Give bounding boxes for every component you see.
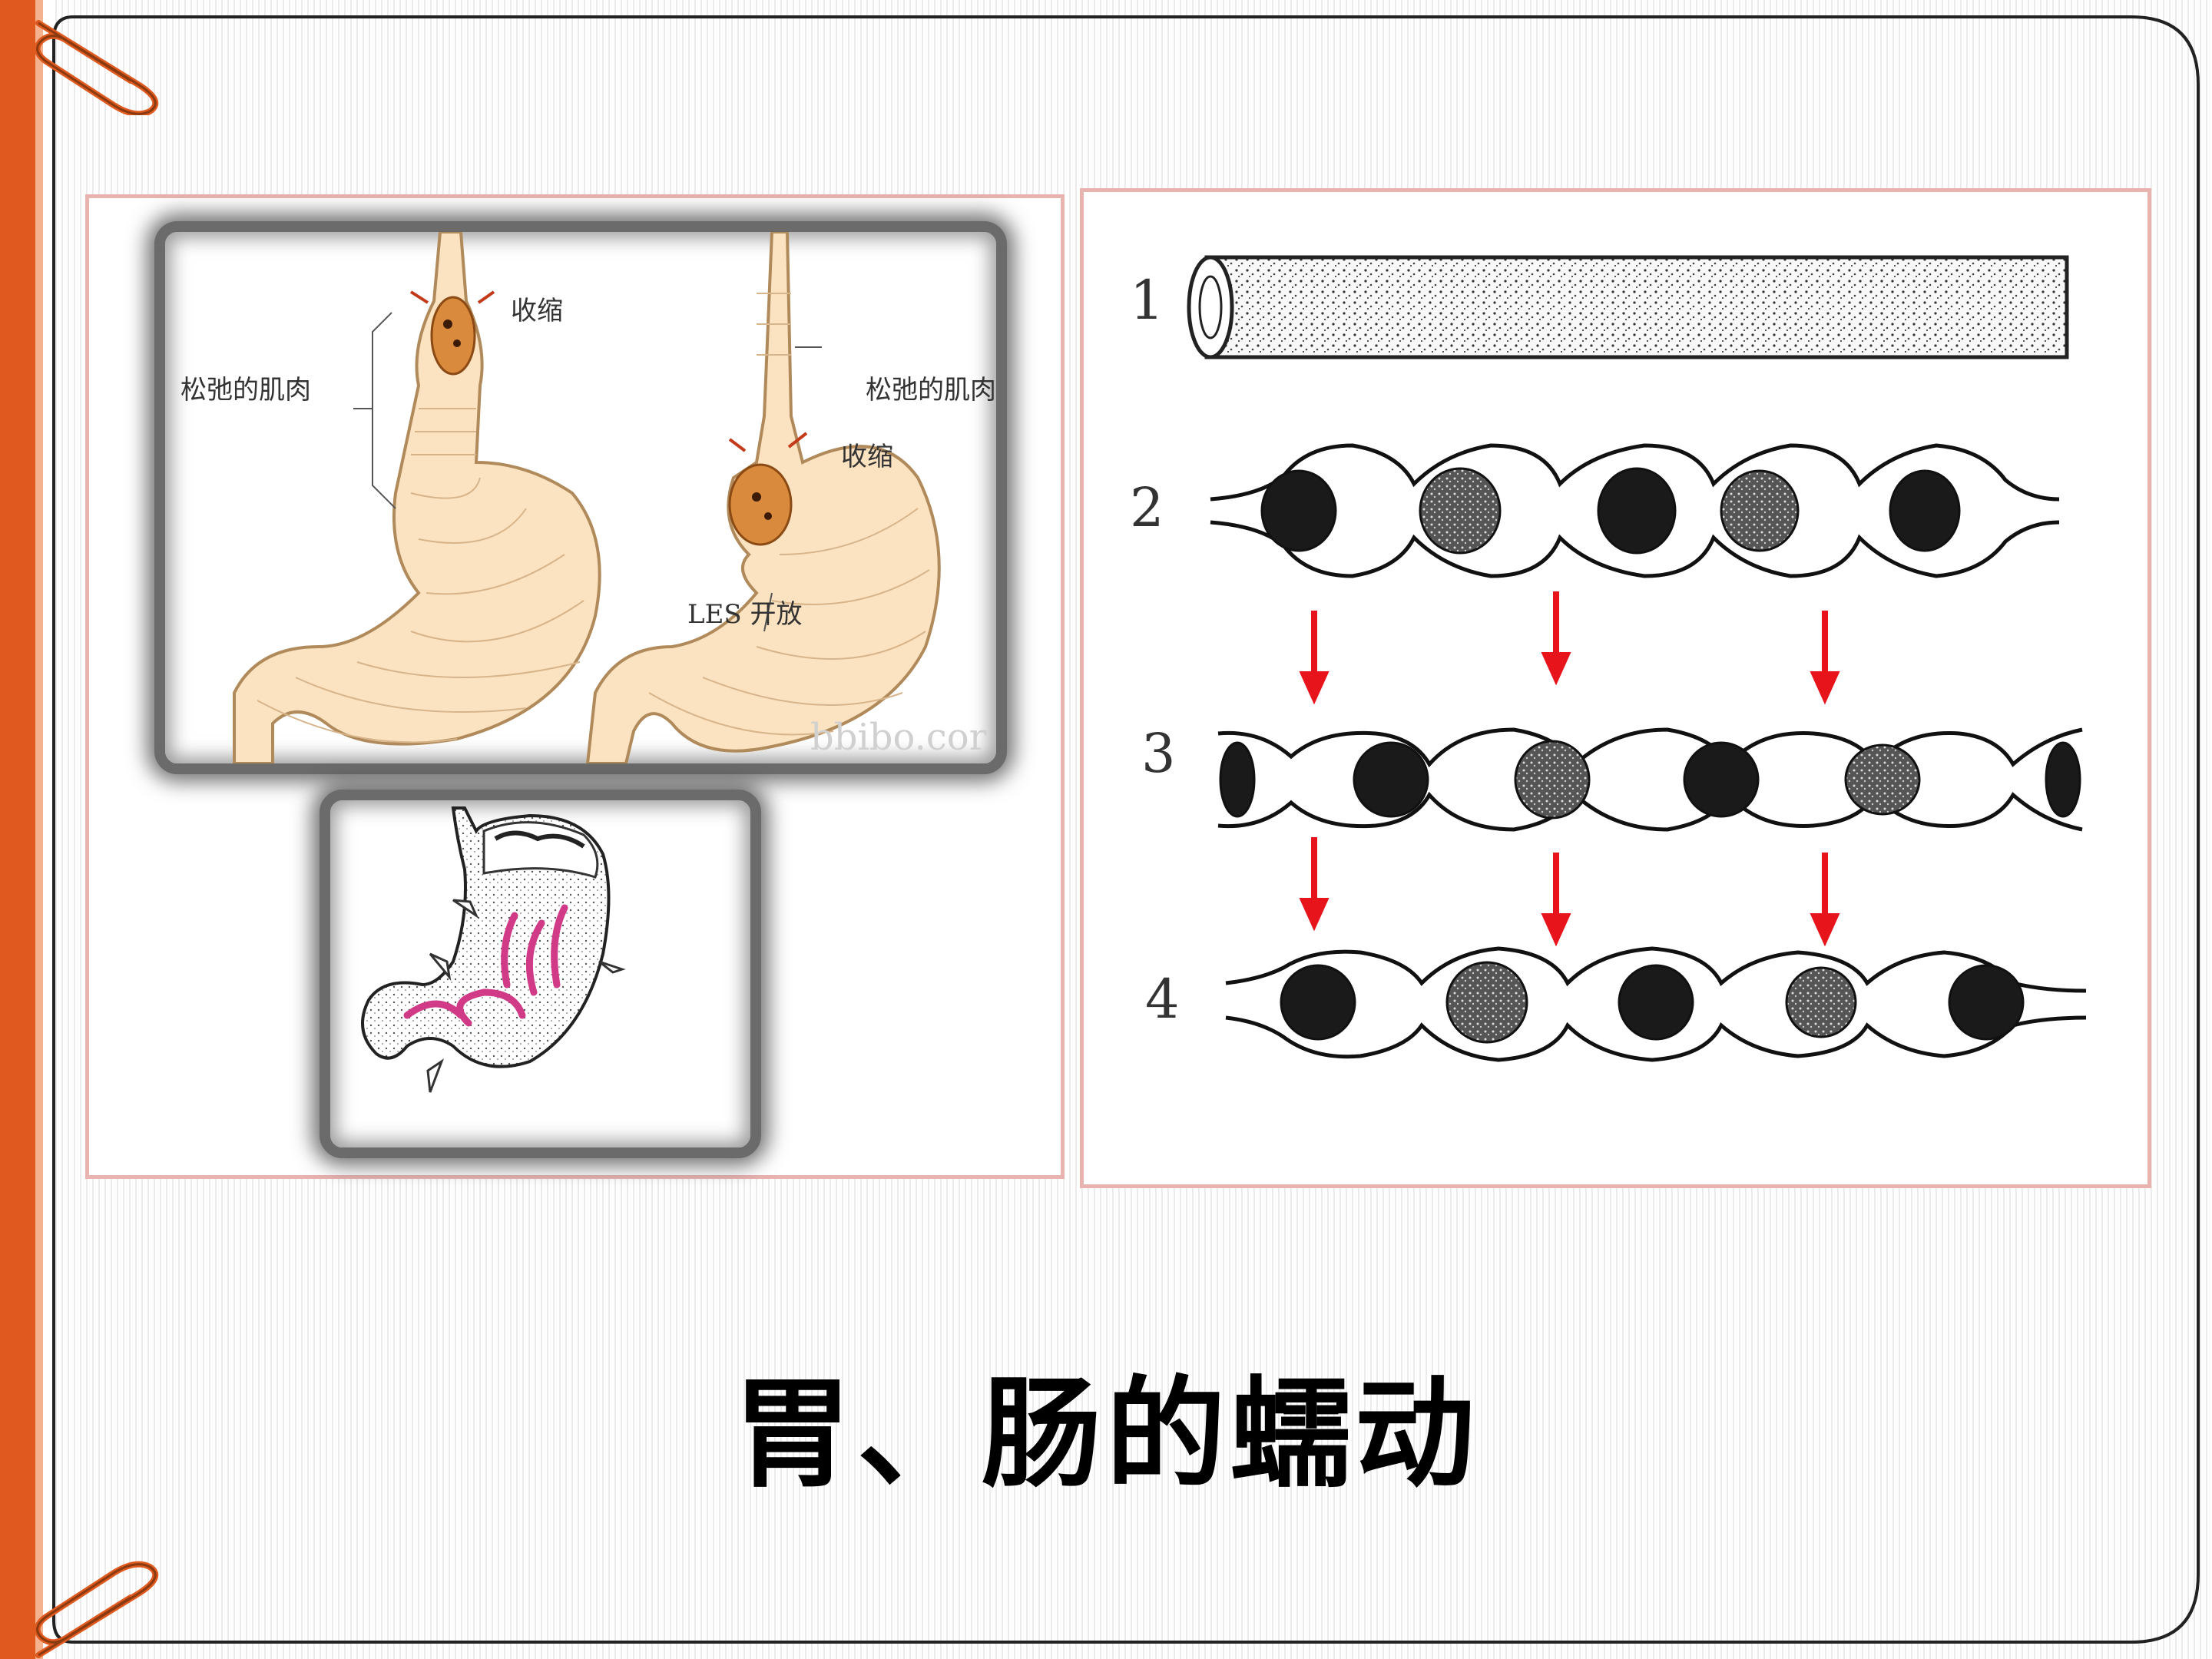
stage-3-segments (1217, 727, 2083, 832)
les-diagram-frame: 收缩 松弛的肌肉 松弛的肌肉 收缩 LES 开放 bbibo.cor (154, 221, 1007, 774)
stage-4-boluses (1280, 961, 2025, 1044)
stomach-churning-frame (320, 790, 761, 1158)
label-contract-right: 收缩 (841, 442, 893, 472)
les-illustration (233, 232, 941, 763)
slide-title: 胃、肠的蠕动 (733, 1364, 1479, 1504)
stomach-churning-illustration (361, 806, 626, 1093)
stage-label-3: 3 (1141, 722, 1176, 785)
accent-bar (0, 0, 35, 1659)
churn-arrows (403, 904, 568, 1027)
contract-arrow-icon (728, 438, 747, 452)
down-arrow-icon (1299, 591, 1840, 705)
food-bolus (430, 296, 476, 376)
stage-2-segments (1210, 443, 2060, 578)
label-les-open: LES 开放 (687, 599, 803, 630)
down-arrow-icon (1299, 837, 1840, 947)
stage-3-boluses (1219, 740, 2081, 820)
peristalsis-illustration (1187, 255, 2087, 1062)
intestine-panel: 1 2 3 4 (1080, 188, 2151, 1188)
stage-label-2: 2 (1130, 476, 1164, 539)
label-relaxed-right: 松弛的肌肉 (866, 375, 996, 406)
pressure-arrows (426, 899, 626, 1093)
stage-label-4: 4 (1145, 968, 1180, 1031)
label-relaxed-left: 松弛的肌肉 (180, 375, 311, 406)
food-bolus (728, 463, 793, 546)
label-contract-left: 收缩 (511, 296, 563, 326)
paperclip-icon (34, 1561, 159, 1658)
stage-4-segments (1225, 946, 2087, 1062)
stage-1-tube (1187, 255, 2069, 359)
stomach-panel: 收缩 松弛的肌肉 松弛的肌肉 收缩 LES 开放 bbibo.cor (85, 194, 1065, 1179)
stage-2-boluses (1260, 467, 1961, 555)
paperclip-icon (34, 20, 159, 115)
stage-label-1: 1 (1130, 269, 1164, 332)
watermark: bbibo.cor (810, 716, 987, 759)
contract-arrow-icon (409, 290, 429, 304)
